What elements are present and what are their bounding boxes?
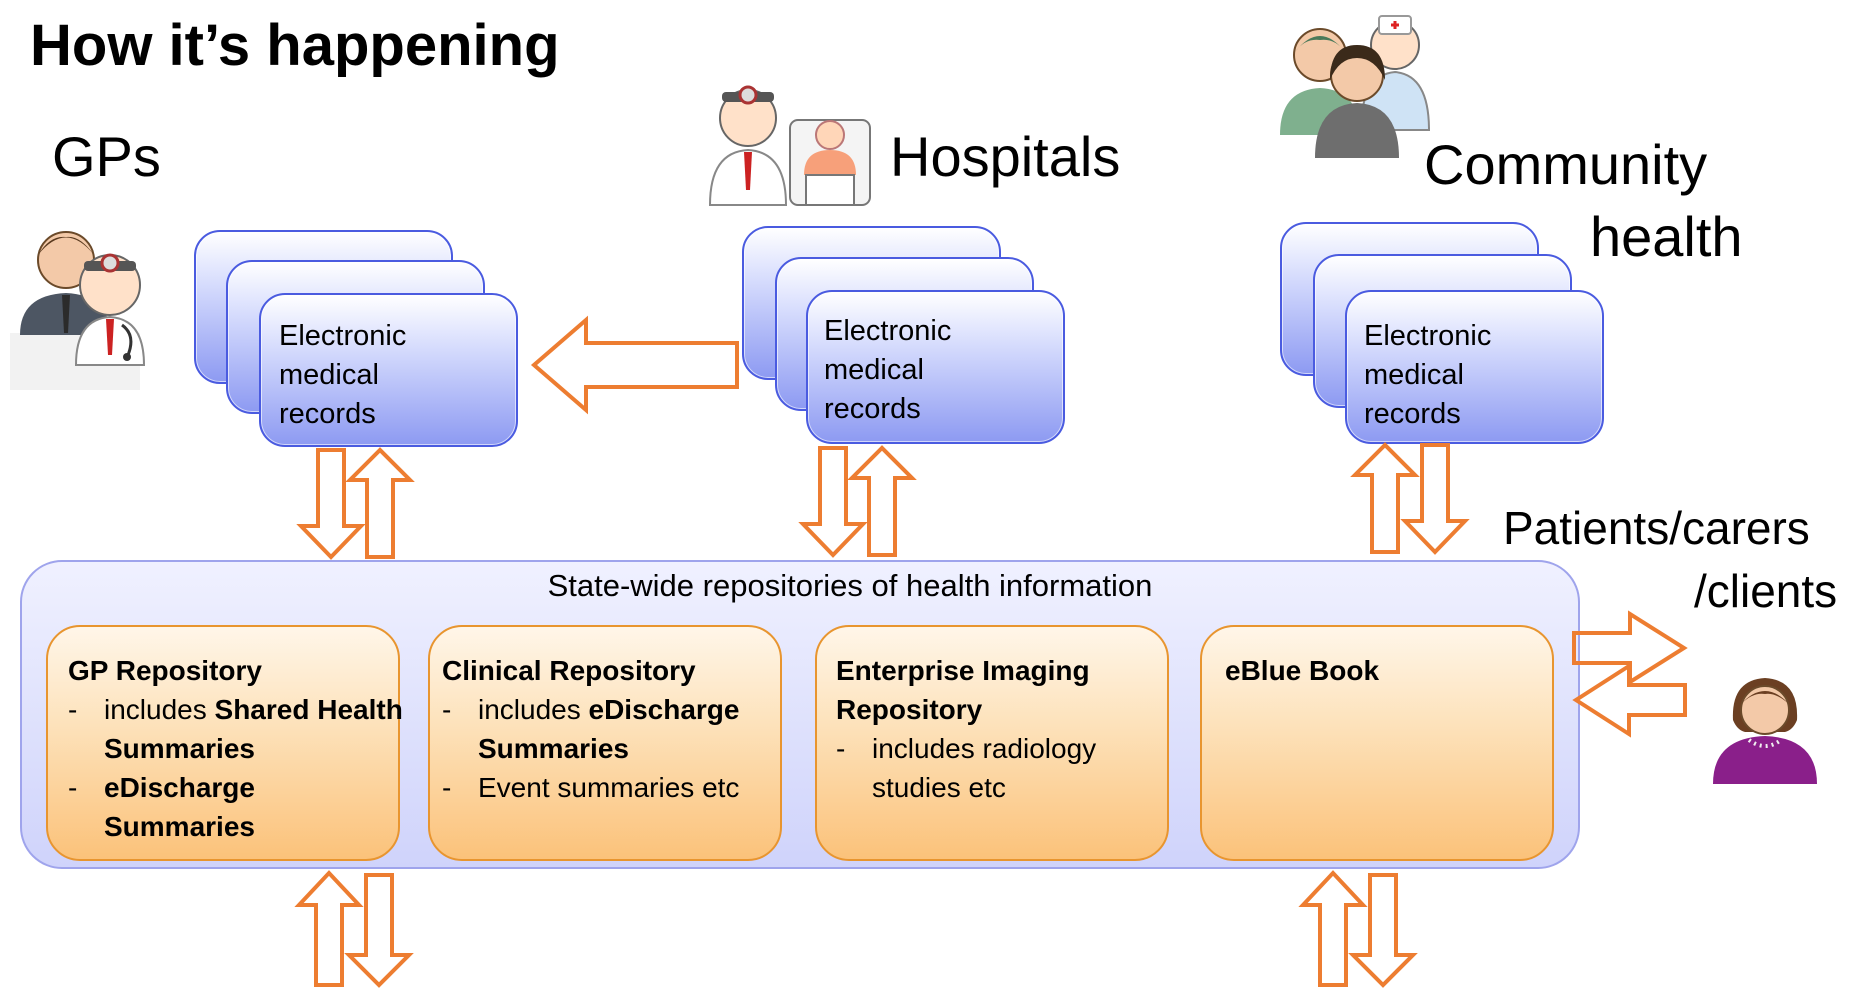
- arrow-down-bottom-right: [1348, 873, 1418, 988]
- imaging-repository-heading: Enterprise Imaging Repository: [836, 655, 1090, 725]
- imaging-repository-box: [815, 625, 1169, 861]
- clinical-repository-item-2: -Event summaries etc: [442, 772, 740, 803]
- gp-repository-box: [46, 625, 400, 861]
- community-emr-label: Electronic medical records: [1364, 320, 1492, 430]
- label-community-line2: health: [1590, 205, 1743, 268]
- hospital-emr-label: Electronic medical records: [824, 315, 952, 425]
- gp-doctor-icon: [10, 215, 160, 390]
- eblue-book-heading: eBlue Book: [1225, 655, 1380, 686]
- community-emr-card-front: [1345, 290, 1604, 444]
- hospital-doctor-icon: [700, 80, 885, 215]
- label-community-line1: Community: [1424, 133, 1708, 196]
- hospital-emr-card-front: [806, 290, 1065, 444]
- imaging-repository-text: Enterprise Imaging Repository -includes …: [836, 651, 1151, 807]
- arrow-down-gp-emr-to-repo: [296, 448, 366, 560]
- gp-repository-item-1: -includes Shared Health Summaries: [68, 694, 403, 764]
- arrow-up-repo-to-hospital-emr: [847, 445, 917, 557]
- label-gps: GPs: [52, 125, 161, 188]
- arrow-up-bottom-right: [1298, 870, 1368, 987]
- gp-repository-item-2: -eDischarge Summaries: [68, 772, 255, 842]
- arrow-up-repo-to-community-emr: [1350, 442, 1420, 554]
- clinical-repository-box: [428, 625, 782, 861]
- arrow-up-repo-to-gp-emr: [345, 447, 415, 559]
- patient-icon: [1705, 668, 1825, 786]
- clinical-repository-text: Clinical Repository -includes eDischarge…: [442, 651, 782, 807]
- clinical-repository-heading: Clinical Repository: [442, 655, 696, 686]
- gp-repository-text: GP Repository -includes Shared Health Su…: [68, 651, 408, 846]
- arrow-left-hospital-to-gp: [530, 315, 739, 415]
- arrow-down-community-emr-to-repo: [1400, 443, 1470, 555]
- label-hospitals: Hospitals: [890, 125, 1121, 188]
- page-title: How it’s happening: [30, 13, 560, 78]
- arrow-up-bottom-left: [294, 870, 364, 987]
- gp-emr-label: Electronic medical records: [279, 320, 407, 430]
- arrow-down-bottom-left: [344, 873, 414, 988]
- state-wide-repositories-title: State-wide repositories of health inform…: [547, 568, 1153, 603]
- arrow-right-repo-to-patients: [1572, 610, 1688, 686]
- eblue-book-box: [1200, 625, 1554, 861]
- imaging-repository-item-1: -includes radiology studies etc: [836, 733, 1097, 803]
- gp-emr-card-front: [259, 293, 518, 447]
- arrow-down-hospital-emr-to-repo: [798, 446, 868, 558]
- arrow-left-patients-to-repo: [1572, 662, 1687, 738]
- clinical-repository-item-1: -includes eDischarge Summaries: [442, 694, 740, 764]
- label-patients-line2: /clients: [1694, 565, 1838, 617]
- label-patients-line1: Patients/carers: [1503, 502, 1810, 554]
- gp-repository-heading: GP Repository: [68, 655, 262, 686]
- eblue-book-text: eBlue Book: [1225, 651, 1379, 690]
- community-health-workers-icon: [1275, 10, 1440, 160]
